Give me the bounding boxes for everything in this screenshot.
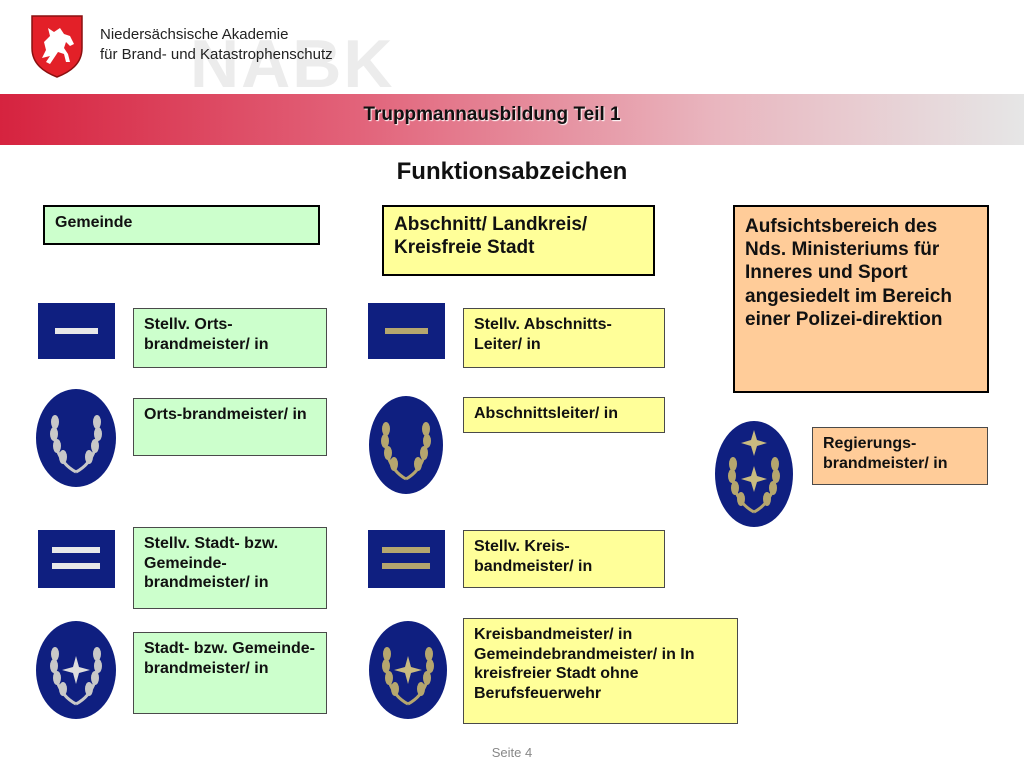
- label-orts: Orts-brandmeister/ in: [133, 398, 327, 456]
- gold-oak-wreath-badge-icon: [368, 395, 444, 495]
- silver-oak-wreath-badge-icon: [35, 388, 117, 488]
- header-abschnitt: Abschnitt/ Landkreis/ Kreisfreie Stadt: [382, 205, 655, 276]
- two-star-wreath-badge-icon: [714, 420, 794, 528]
- label-stadt: Stadt- bzw. Gemeinde-brandmeister/ in: [133, 632, 327, 714]
- watermark-logo: NABK: [190, 26, 395, 102]
- header-gemeinde: Gemeinde: [43, 205, 320, 245]
- label-stellv-kreis: Stellv. Kreis-bandmeister/ in: [463, 530, 665, 588]
- coat-of-arms-icon: [30, 14, 84, 78]
- banner-title: Truppmannausbildung Teil 1: [363, 104, 621, 125]
- gold-rank-bar-icon: [368, 303, 445, 359]
- label-stellv-stadt: Stellv. Stadt- bzw. Gemeinde-brandmeiste…: [133, 527, 327, 609]
- gold-star-wreath-badge-icon: [368, 620, 448, 720]
- label-abschnittsleiter: Abschnittsleiter/ in: [463, 397, 665, 433]
- silver-double-rank-bar-icon: [38, 530, 115, 588]
- title-banner: [0, 94, 1024, 145]
- silver-star-wreath-badge-icon: [35, 620, 117, 720]
- page-number: Seite 4: [491, 745, 533, 760]
- label-stellv-orts: Stellv. Orts-brandmeister/ in: [133, 308, 327, 368]
- page-title: Funktionsabzeichen: [396, 158, 628, 185]
- gold-double-rank-bar-icon: [368, 530, 445, 588]
- org-name-line1: Niedersächsische Akademie: [100, 26, 289, 43]
- label-regierung: Regierungs-brandmeister/ in: [812, 427, 988, 485]
- silver-rank-bar-icon: [38, 303, 115, 359]
- org-name-line2: für Brand- und Katastrophenschutz: [100, 46, 333, 63]
- header-aufsicht: Aufsichtsbereich des Nds. Ministeriums f…: [733, 205, 989, 393]
- label-kreis: Kreisbandmeister/ in Gemeindebrandmeiste…: [463, 618, 738, 724]
- label-stellv-abschnitt: Stellv. Abschnitts-Leiter/ in: [463, 308, 665, 368]
